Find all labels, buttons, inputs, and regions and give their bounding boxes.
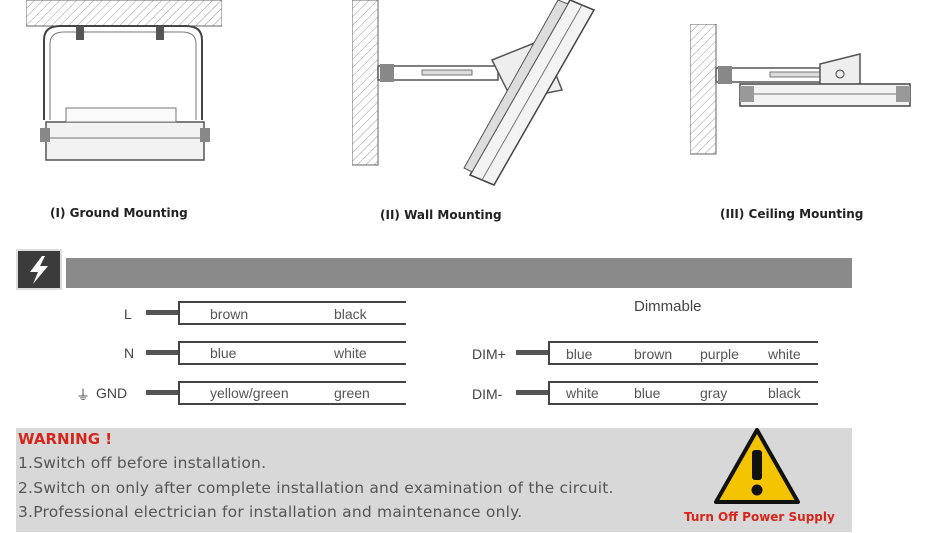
dim-minus-color-3: gray (700, 385, 728, 401)
wire-color-n-1: blue (210, 345, 237, 361)
dim-minus-color-1: white (566, 385, 599, 401)
ground-mounting-drawing (26, 0, 222, 161)
ground-mounting-caption: (I) Ground Mounting (50, 206, 188, 220)
wire-sleeve-l (178, 301, 406, 325)
wall-mounting-drawing (352, 0, 596, 186)
wire-sleeve-gnd (178, 381, 406, 405)
dim-plus-color-2: brown (634, 346, 673, 362)
wire-stub-l (146, 310, 178, 315)
ceiling-mounting-caption: (III) Ceiling Mounting (720, 207, 864, 221)
dim-minus-color-4: black (768, 385, 801, 401)
wire-stub-dim-minus (516, 390, 548, 395)
wire-label-dim-plus: DIM+ (472, 346, 506, 362)
wire-sleeve-dim-plus (548, 341, 818, 365)
mounting-diagrams: (I) Ground Mounting (II) Wall Mounting (… (12, 0, 924, 232)
wire-stub-dim-plus (516, 350, 548, 355)
wire-sleeve-n (178, 341, 406, 365)
dimmable-title: Dimmable (634, 298, 702, 315)
wire-label-n: N (124, 345, 135, 361)
ceiling-mounting-drawing (690, 24, 911, 155)
wire-stub-n (146, 350, 178, 355)
wall-mounting-caption: (II) Wall Mounting (380, 208, 502, 222)
wire-label-dim-minus: DIM- (472, 386, 503, 402)
wire-color-n-2: white (334, 345, 367, 361)
wire-stub-gnd (146, 390, 178, 395)
dim-plus-color-3: purple (700, 346, 739, 362)
wire-color-l-1: brown (210, 306, 249, 322)
warning-line-2: 2.Switch on only after complete installa… (18, 479, 614, 497)
ground-symbol-icon: ⏚ (76, 387, 90, 403)
wire-color-gnd-2: green (334, 385, 370, 401)
dim-plus-color-1: blue (566, 346, 593, 362)
wire-sleeve-dim-minus (548, 381, 818, 405)
warning-title: WARNING ! (18, 430, 113, 448)
turn-off-power-caption: Turn Off Power Supply (684, 510, 835, 524)
warning-triangle-icon (714, 428, 800, 504)
lightning-icon (30, 256, 48, 284)
section-header-bar (66, 258, 852, 288)
wire-color-l-2: black (334, 306, 367, 322)
warning-panel (16, 428, 852, 532)
warning-line-1: 1.Switch off before installation. (18, 454, 267, 472)
electrical-section-badge (16, 249, 62, 290)
wire-label-l: L (124, 306, 132, 322)
warning-line-3: 3.Professional electrician for installat… (18, 503, 523, 521)
dim-plus-color-4: white (768, 346, 801, 362)
dim-minus-color-2: blue (634, 385, 661, 401)
wire-color-gnd-1: yellow/green (210, 385, 289, 401)
wire-label-gnd: GND (96, 385, 128, 401)
